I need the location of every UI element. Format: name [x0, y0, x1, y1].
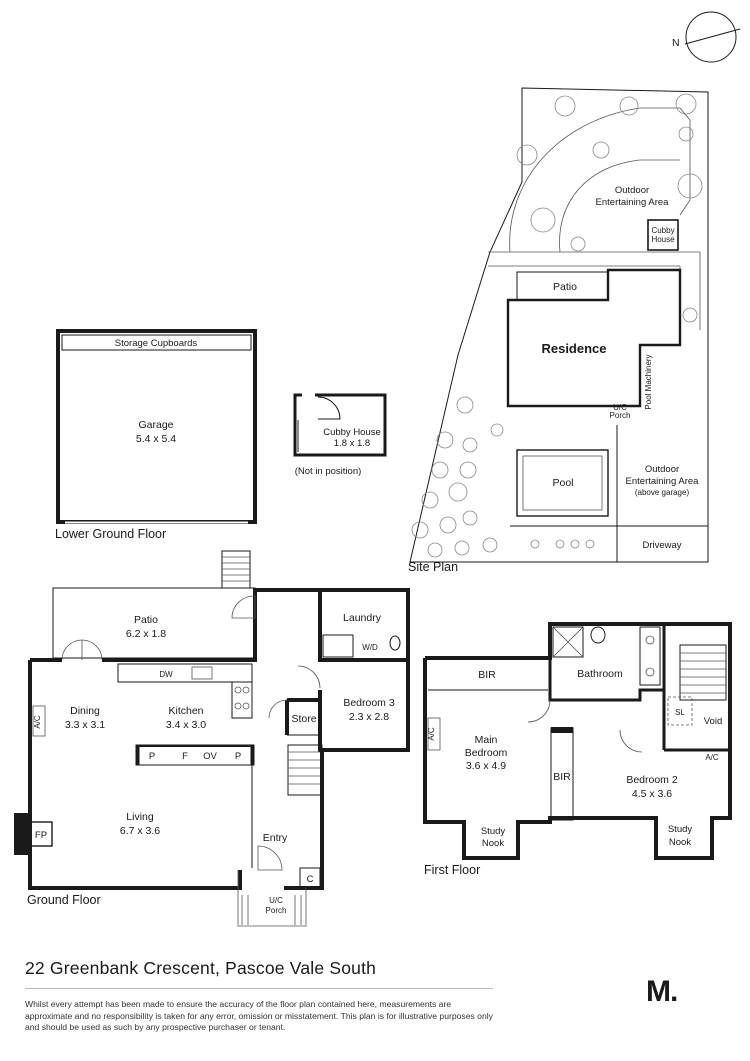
room-label: Void: [704, 716, 723, 727]
room-label: Bathroom: [577, 668, 623, 680]
room-label: (above garage): [635, 488, 690, 497]
room-label: Bedroom 2: [626, 774, 678, 786]
room-label: Garage: [138, 419, 173, 431]
room-label: 5.4 x 5.4: [136, 433, 176, 445]
room-label: Bedroom 3: [343, 697, 395, 709]
cubby-detail: Cubby House 1.8 x 1.8 (Not in position): [293, 393, 387, 477]
room-label: 2.3 x 2.8: [349, 711, 389, 723]
room-label: Nook: [482, 838, 504, 849]
room-label: FP: [35, 830, 47, 841]
site-trees: [411, 93, 703, 558]
compass: N: [672, 11, 741, 63]
room-label: Dining: [70, 705, 100, 717]
site-plan-title: Site Plan: [408, 560, 458, 574]
site-plan: Cubby House Outdoor Entertaining Area Pa…: [408, 87, 709, 574]
room-label: Porch: [610, 411, 631, 420]
brand-logo: M.: [646, 975, 678, 1008]
room-label: OV: [203, 751, 217, 762]
room-label: 3.4 x 3.0: [166, 719, 206, 731]
lower-ground-floor: Storage Cupboards Garage 5.4 x 5.4 Lower…: [55, 329, 257, 541]
room-label: Store: [291, 713, 316, 725]
room-label: Cubby House: [323, 427, 381, 438]
disclaimer-text: Whilst every attempt has been made to en…: [25, 999, 493, 1033]
room-label: Study: [668, 824, 693, 835]
room-label: House: [651, 235, 675, 244]
room-label: Outdoor: [645, 464, 679, 475]
room-label: BIR: [478, 669, 496, 681]
room-label: Living: [126, 811, 154, 823]
room-label: Driveway: [642, 540, 681, 551]
room-label: A/C: [705, 753, 719, 762]
room-label: Study: [481, 826, 506, 837]
room-label: C: [307, 874, 314, 885]
room-label: Residence: [541, 341, 606, 356]
lower-ground-title: Lower Ground Floor: [55, 527, 166, 541]
room-label: Main: [475, 734, 498, 746]
divider: [25, 988, 493, 989]
room-label: Porch: [266, 906, 287, 915]
room-label: Patio: [134, 614, 158, 626]
room-label: W/D: [362, 643, 378, 652]
room-label: A/C: [33, 715, 42, 729]
room-label: 6.2 x 1.8: [126, 628, 166, 640]
room-label: Patio: [553, 281, 577, 293]
room-label: 3.3 x 3.1: [65, 719, 105, 731]
room-label: Entertaining Area: [596, 197, 670, 208]
room-label: Nook: [669, 837, 691, 848]
ground-floor: Patio 6.2 x 1.8 FP W/D Laundry Bedroom 3…: [14, 550, 410, 927]
room-label: U/C: [613, 403, 627, 412]
first-floor: BIR Bathroom Main Bedroom 3.6 x 4.9 A/C …: [423, 622, 732, 877]
room-label: Outdoor: [615, 185, 649, 196]
room-label: P: [235, 751, 241, 762]
room-label: Storage Cupboards: [115, 338, 198, 349]
room-label: 3.6 x 4.9: [466, 760, 506, 772]
room-label: F: [182, 751, 188, 762]
room-label: Kitchen: [168, 705, 203, 717]
property-address: 22 Greenbank Crescent, Pascoe Vale South: [25, 958, 377, 978]
room-label: Entry: [263, 832, 288, 844]
room-label: Pool Machinery: [644, 354, 653, 409]
room-label: Bedroom: [465, 747, 508, 759]
room-label: 6.7 x 3.6: [120, 825, 160, 837]
room-label: Cubby: [651, 226, 674, 235]
room-label: 1.8 x 1.8: [334, 438, 370, 449]
first-floor-title: First Floor: [424, 863, 480, 877]
room-label: U/C: [269, 896, 283, 905]
room-label: SL: [675, 708, 685, 717]
room-label: DW: [159, 670, 173, 679]
room-label: (Not in position): [295, 466, 362, 477]
room-label: Pool: [552, 477, 573, 489]
room-label: A/C: [427, 727, 436, 741]
compass-label: N: [672, 37, 680, 49]
room-label: BIR: [553, 771, 571, 783]
room-label: Laundry: [343, 612, 382, 624]
room-label: P: [149, 751, 155, 762]
room-label: 4.5 x 3.6: [632, 788, 672, 800]
room-label: Entertaining Area: [626, 476, 700, 487]
ground-floor-title: Ground Floor: [27, 893, 101, 907]
